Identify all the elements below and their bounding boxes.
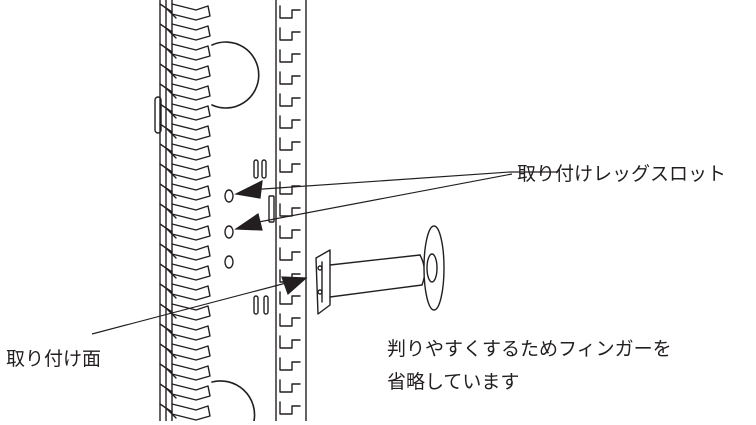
- note-line-1: 判りやすくするためフィンガーを: [387, 338, 672, 360]
- finger-tooth: [171, 163, 211, 181]
- finger-tooth: [171, 43, 211, 61]
- round-cutout-top: [211, 41, 260, 109]
- rail-tabs: [279, 5, 301, 415]
- rail-tab: [279, 5, 301, 19]
- finger-tooth: [171, 3, 211, 21]
- finger-hatch: [159, 143, 177, 159]
- finger-tooth: [171, 403, 211, 421]
- rack-rail: [275, 0, 307, 422]
- finger-hatch: [159, 63, 177, 79]
- leg-slot-2: [224, 225, 234, 239]
- finger-hatch: [159, 163, 177, 179]
- finger-tooth: [171, 383, 211, 401]
- finger-tooth: [171, 303, 211, 321]
- rail-tab: [279, 181, 301, 195]
- finger-hatch: [159, 243, 177, 259]
- finger-tooth: [171, 203, 211, 221]
- rail-tab: [279, 137, 301, 151]
- label-mounting-surface: 取り付け面: [6, 348, 102, 370]
- finger-hatch: [159, 123, 177, 139]
- finger-tooth: [171, 123, 211, 141]
- rail-tab: [279, 49, 301, 63]
- rail-tab: [279, 247, 301, 261]
- finger-hatch: [159, 383, 177, 399]
- leg-slot-1: [224, 189, 234, 203]
- finger-tooth: [171, 363, 211, 381]
- round-cutout-bottom: [211, 380, 256, 422]
- finger-hatch: [159, 23, 177, 39]
- rail-tab: [279, 401, 301, 415]
- rail-tab: [279, 115, 301, 129]
- finger-tooth: [171, 143, 211, 161]
- finger-tooth: [171, 183, 211, 201]
- finger-hatch: [159, 343, 177, 359]
- note-line-2: 省略しています: [387, 371, 520, 393]
- rail-tab: [279, 335, 301, 349]
- mounting-leg: [315, 225, 445, 315]
- rail-tab: [279, 159, 301, 173]
- rail-tab: [279, 313, 301, 327]
- label-note: 判りやすくするためフィンガーを 省略しています: [387, 333, 672, 399]
- rail-tab: [279, 291, 301, 305]
- finger-tooth: [171, 223, 211, 241]
- rail-tab: [279, 379, 301, 393]
- finger-hatch: [159, 283, 177, 299]
- finger-tooth: [171, 83, 211, 101]
- finger-hatch: [159, 223, 177, 239]
- rail-tab: [279, 225, 301, 239]
- rail-tab: [279, 357, 301, 371]
- rail-tab: [279, 27, 301, 41]
- rail-tab: [279, 93, 301, 107]
- finger-tooth: [171, 283, 211, 301]
- finger-hatch: [159, 263, 177, 279]
- finger-column: [159, 0, 211, 422]
- label-mounting-leg-slots: 取り付けレッグスロット: [517, 163, 727, 185]
- finger-hatch: [159, 183, 177, 199]
- finger-tooth: [171, 23, 211, 41]
- finger-hatch: [159, 3, 177, 19]
- finger-hatch: [159, 83, 177, 99]
- finger-hatch: [159, 403, 177, 419]
- finger-hatch: [159, 103, 177, 119]
- finger-tooth: [171, 343, 211, 361]
- finger-hatch: [159, 323, 177, 339]
- callout-arrows: [91, 171, 558, 335]
- finger-tooth: [171, 243, 211, 261]
- rail-tab: [279, 71, 301, 85]
- finger-hatch: [159, 203, 177, 219]
- finger-tooth: [171, 323, 211, 341]
- leg-slot-3: [224, 255, 234, 269]
- finger-tooth: [171, 103, 211, 121]
- finger-tooth: [171, 263, 211, 281]
- finger-hatch: [159, 43, 177, 59]
- finger-teeth: [159, 3, 211, 421]
- finger-tooth: [171, 63, 211, 81]
- finger-hatch: [159, 363, 177, 379]
